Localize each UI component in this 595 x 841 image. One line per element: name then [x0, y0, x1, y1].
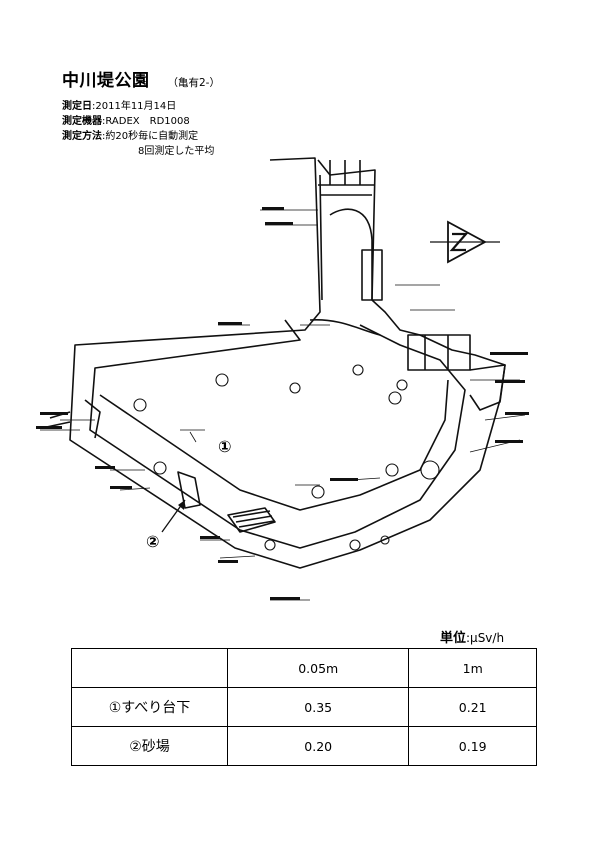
- annotation-mark: [200, 536, 220, 539]
- table-header-cell: [71, 648, 228, 688]
- meta-date-value: :2011年11月14日: [92, 101, 177, 112]
- annotation-mark: [495, 380, 525, 383]
- meta-method-value: :約20秒毎に自動測定: [102, 131, 199, 142]
- table-row-label: ②砂場: [71, 726, 228, 766]
- annotation-mark: [270, 597, 300, 600]
- meta-device: 測定機器:RADEX RD1008: [62, 114, 220, 129]
- tree-icon: [153, 461, 167, 475]
- north-arrow-z: [449, 232, 469, 252]
- markers: ① ②: [146, 437, 232, 551]
- north-arrow: [430, 220, 500, 264]
- results-table: 0.05m 1m ①すべり台下 0.35 0.21 ②砂場 0.20 0.19: [71, 648, 537, 766]
- annotation-mark: [265, 222, 293, 225]
- meta-method-continuation: 8回測定した平均: [138, 146, 215, 157]
- table-cell: 0.21: [408, 687, 537, 727]
- leader-lines-top: [218, 209, 455, 326]
- table-header-row: 0.05m 1m: [71, 648, 537, 688]
- leader-lines: [40, 379, 526, 601]
- park-map: ① ②: [36, 157, 529, 601]
- meta-date: 測定日:2011年11月14日: [62, 99, 220, 114]
- table-header-cell: 0.05m: [226, 648, 410, 688]
- top-structure: [318, 160, 375, 196]
- annotation-mark: [490, 352, 528, 355]
- annotation-mark: [495, 440, 523, 443]
- unit-value: :μSv/h: [466, 631, 505, 645]
- table-header-cell: 1m: [408, 648, 537, 688]
- annotation-mark: [95, 466, 115, 469]
- tree-icon: [264, 539, 276, 551]
- tree-icon: [352, 364, 364, 376]
- annotation-mark: [218, 560, 238, 563]
- annotation-mark: [218, 322, 242, 325]
- map-annotations: [36, 207, 529, 600]
- meta-method-label: 測定方法: [62, 131, 102, 142]
- table-row: ②砂場 0.20 0.19: [71, 726, 537, 766]
- jogging-path: [309, 174, 381, 336]
- table-cell: 0.20: [226, 726, 410, 766]
- tree-icon: [396, 379, 408, 391]
- marker-1: ①: [218, 437, 232, 456]
- inner-boundary: [89, 319, 466, 549]
- meta-method: 測定方法:約20秒毎に自動測定: [62, 129, 220, 144]
- unit-label: 単位: [440, 631, 467, 646]
- marker-2-arrowhead: [178, 500, 185, 510]
- tree-icon: [385, 463, 399, 477]
- tree-icon: [380, 535, 390, 545]
- label-leaders: [40, 209, 526, 601]
- outer-boundary: [69, 157, 506, 569]
- annotation-mark: [40, 412, 68, 415]
- tree-icon: [133, 398, 147, 412]
- page-subtitle: （亀有2-）: [167, 77, 220, 89]
- marker-2: ②: [146, 532, 160, 551]
- sandbox: [177, 471, 201, 509]
- table-cell: 0.19: [408, 726, 537, 766]
- table-row: ①すべり台下 0.35 0.21: [71, 687, 537, 727]
- lower-path: [99, 379, 449, 511]
- unit-note: 単位:μSv/h: [440, 627, 504, 646]
- annotation-mark: [330, 478, 358, 481]
- tree-icon: [420, 460, 440, 480]
- park-outline: [41, 157, 506, 569]
- trees: [133, 364, 440, 551]
- meta-device-label: 測定機器: [62, 116, 102, 127]
- meta-device-value: :RADEX RD1008: [102, 116, 190, 127]
- tree-icon: [349, 539, 361, 551]
- table-row-label: ①すべり台下: [71, 687, 228, 727]
- title-row: 中川堤公園 （亀有2-）: [62, 66, 220, 91]
- header: 中川堤公園 （亀有2-） 測定日:2011年11月14日 測定機器:RADEX …: [62, 66, 220, 159]
- annotation-mark: [262, 207, 284, 210]
- page-title: 中川堤公園: [62, 71, 150, 91]
- meta-date-label: 測定日: [62, 101, 92, 112]
- tree-icon: [388, 391, 402, 405]
- hatched-area: [227, 507, 276, 533]
- annotation-mark: [36, 426, 62, 429]
- annotation-mark: [505, 412, 529, 415]
- tree-icon: [215, 373, 229, 387]
- measurement-info: 測定日:2011年11月14日 測定機器:RADEX RD1008 測定方法:約…: [62, 99, 220, 159]
- table-cell: 0.35: [226, 687, 410, 727]
- pond-rectangle: [361, 249, 383, 301]
- tree-icon: [289, 382, 301, 394]
- right-annex: [469, 364, 506, 411]
- tree-icon: [311, 485, 325, 499]
- annotation-mark: [110, 486, 132, 489]
